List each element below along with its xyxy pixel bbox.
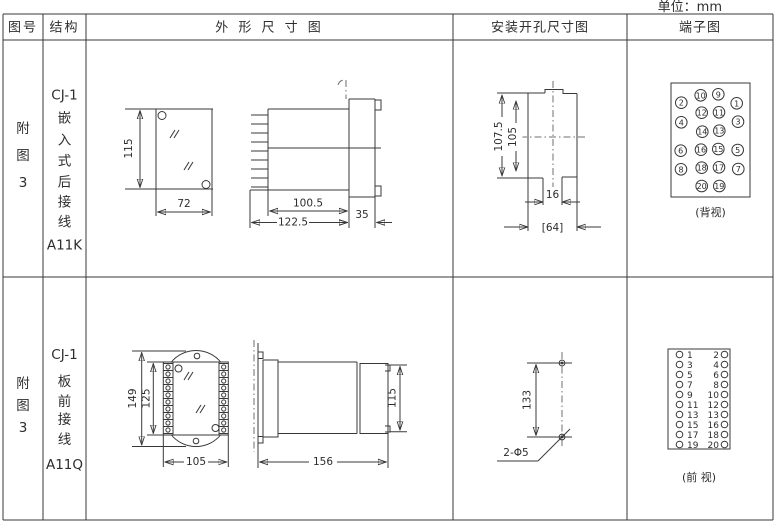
terminal-pin-number: 9 [716,90,721,99]
structure-line: 嵌 [58,111,72,127]
structure-line: 板 [58,374,72,390]
row1-outline-front-view: 115 72 [123,108,213,216]
terminal-view-caption: (背视) [695,205,726,219]
header-outline: 外 形 尺 寸 图 [215,21,324,36]
terminal-pin-number: 10 [696,91,706,100]
dim-label-width: 105 [186,456,206,468]
dim-label-inner-height: 105 [507,127,519,147]
terminal-pin-number: 4 [713,361,719,371]
terminal-pin-number: 2 [713,351,719,361]
terminal-pin-number: 12 [708,401,719,411]
terminal-pin-number: 19 [687,441,699,451]
terminal-pin-number: 5 [735,146,740,155]
row2-outline-side-view: 115 156 [253,340,407,468]
terminal-pin-number: 10 [708,391,720,401]
terminal-pin-number: 19 [714,182,724,191]
terminal-pin-number: 4 [679,118,684,127]
row1-mounting-cutout: 107.5 105 16 [64] [493,81,601,234]
dim-label-total-length: 122.5 [278,217,308,229]
figure-char: 图 [16,148,30,164]
structure-line: 接 [58,194,72,211]
figure-char: 附 [16,121,30,137]
structure-line: 式 [58,154,72,170]
row1-outline-side-view: 100.5 122.5 35 [249,79,392,229]
unit-label: 单位：mm [658,0,722,15]
terminal-pin-number: 5 [687,371,693,381]
terminal-pin-number: 1 [734,99,739,108]
header-structure: 结构 [49,21,79,36]
row1-structure-cell: CJ-1 嵌 入 式 后 接 线 A11K [47,88,83,254]
dim-label-height: 115 [123,138,135,158]
terminal-pin-number: 2 [679,99,684,108]
row1-terminal-diagram: 2 10 9 1 4 12 11 3 14 13 6 16 15 5 8 18 … [670,82,751,219]
terminal-pin-number: 12 [697,109,707,118]
dim-label-hole-spec: 2-Φ5 [503,447,528,459]
terminal-pin-number: 11 [714,108,724,117]
dim-label-body-length: 100.5 [293,198,323,210]
terminal-pin-number: 13 [687,411,698,421]
dim-label-hole-distance: 133 [522,390,534,410]
dim-label-bezel-depth: 35 [355,209,368,221]
structure-line: 线 [58,432,72,448]
terminal-pin-number: 6 [713,371,719,381]
terminal-pin-number: 15 [687,421,698,431]
structure-line: A11Q [46,457,83,473]
row2-structure-cell: CJ-1 板 前 接 线 A11Q [46,347,83,473]
terminal-pin-number: 9 [687,391,693,401]
structure-line: 前 [58,393,72,410]
dim-label-body-height: 125 [141,388,153,408]
structure-line: 接 [58,411,72,428]
header-terminal: 端子图 [679,21,721,36]
row1-figure-cell: 附 图 3 [16,121,30,191]
terminal-pin-number: 7 [687,381,693,391]
dim-label-total-length: 156 [313,456,333,468]
terminal-pin-number: 8 [678,165,683,174]
terminal-pin-number: 16 [696,146,706,155]
terminal-pin-number: 18 [697,164,707,173]
structure-line: 入 [58,133,72,149]
terminal-view-caption: (前 视) [682,470,716,484]
terminal-pin-number: 3 [687,361,693,371]
header-figure: 图号 [8,21,38,36]
table-grid [2,13,774,521]
dim-label-cutout-width: [64] [542,222,564,234]
terminal-pin-number: 16 [708,421,720,431]
dim-label-rear-height: 115 [387,388,399,408]
structure-line: A11K [47,238,83,254]
figure-char: 3 [19,175,28,191]
terminal-pin-number: 1 [687,351,693,361]
terminal-pin-number: 17 [714,163,724,172]
header-mounting: 安装开孔尺寸图 [491,21,589,36]
dim-label-overall-height: 149 [127,388,139,408]
terminal-pin-number: 8 [713,381,719,391]
terminal-pin-number: 17 [687,431,698,441]
terminal-pin-number: 14 [697,128,707,137]
structure-line: CJ-1 [51,347,77,363]
row2-outline-front-view: 149 125 105 [127,350,229,468]
structure-line: 后 [58,175,72,191]
structure-line: 线 [58,215,72,231]
terminal-pin-number: 3 [735,118,740,127]
dim-label-cutout-height: 107.5 [493,121,505,151]
terminal-pin-number: 6 [678,147,683,156]
structure-line: CJ-1 [51,88,77,104]
figure-char: 3 [19,420,28,436]
terminal-pin-number: 13 [708,411,719,421]
terminal-pin-number: 15 [713,145,723,154]
terminal-pin-number: 20 [708,441,720,451]
row2-figure-cell: 附 图 3 [16,376,30,436]
dim-label-width: 72 [177,198,190,210]
dim-label-slot-width: 16 [546,189,560,201]
figure-char: 附 [16,376,30,392]
figure-char: 图 [16,398,30,414]
terminal-pin-number: 13 [714,127,724,136]
terminal-pin-number: 11 [687,401,698,411]
terminal-pin-number: 20 [697,182,707,191]
terminal-pin-number: 18 [708,431,720,441]
terminal-pin-number: 7 [736,165,741,174]
row2-mounting-holes: 133 2-Φ5 [497,352,572,462]
